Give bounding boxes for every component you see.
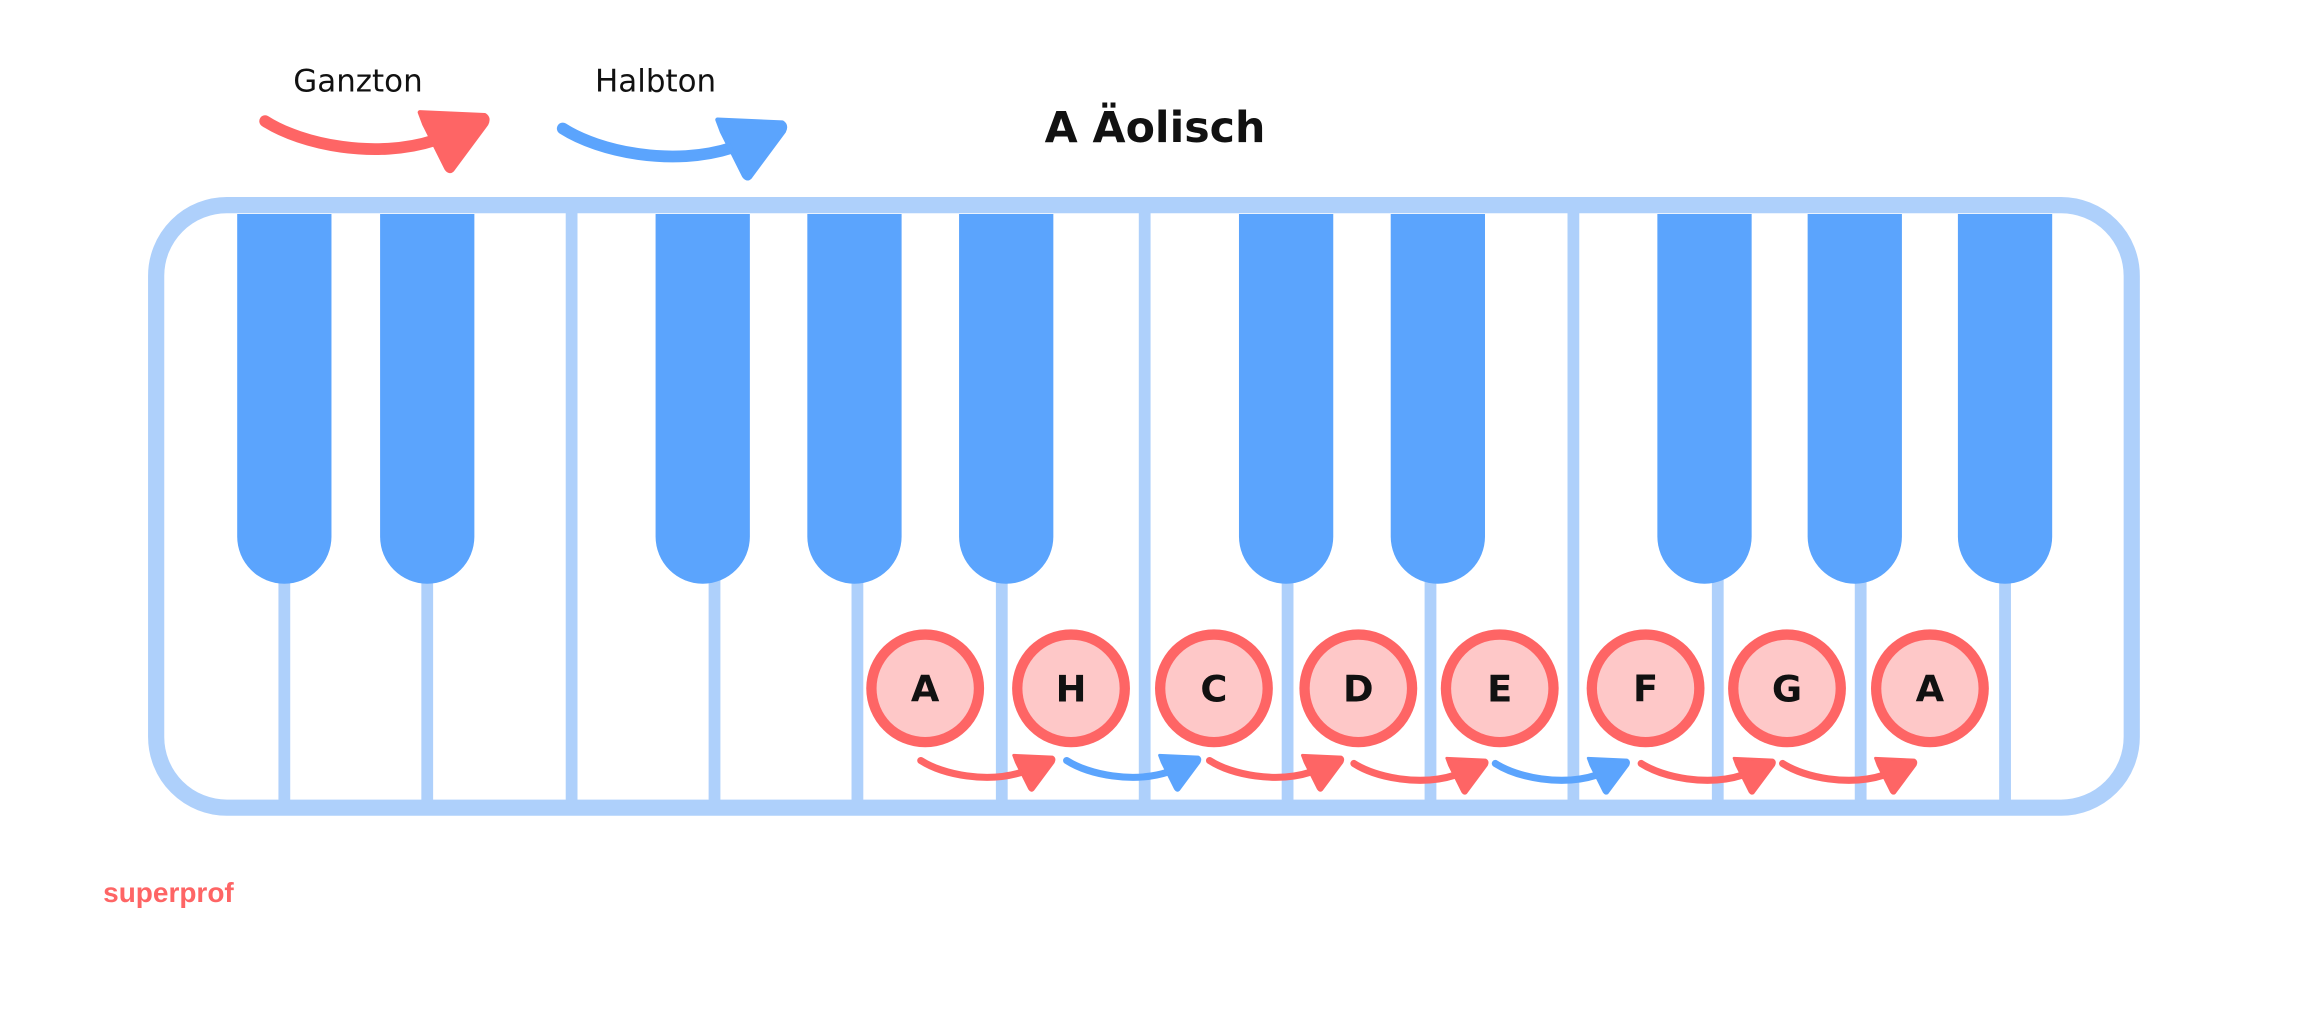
arrow-shaft (1063, 756, 1172, 781)
white-key-divider (1281, 574, 1294, 808)
black-key (1807, 213, 1902, 584)
arrow-head (1445, 756, 1489, 795)
arrow-head (1586, 756, 1630, 795)
note-circle: A (866, 629, 985, 748)
arrow-head (1300, 753, 1345, 792)
black-key (807, 213, 902, 584)
page-title: A Äolisch (1045, 102, 1266, 153)
whole-step-arrow-icon (1350, 756, 1489, 795)
whole-step-arrow-icon (1637, 756, 1776, 795)
arrow-shaft (556, 122, 739, 163)
white-key-divider (1138, 211, 1151, 808)
note-fill (1451, 639, 1549, 737)
arrow-shaft (259, 115, 441, 155)
note-circle: D (1299, 629, 1418, 748)
note-label: A (911, 668, 940, 711)
half-step-arrow-icon (1063, 753, 1202, 792)
note-circle: C (1155, 629, 1273, 748)
keyboard (148, 197, 2140, 816)
arrow-head (1874, 756, 1918, 795)
keyboard-frame (148, 197, 2140, 816)
note-circle: F (1586, 629, 1705, 748)
note-fill (1165, 639, 1263, 737)
black-key (1957, 213, 2053, 584)
arrow-shaft (1350, 759, 1460, 784)
black-key (237, 213, 332, 584)
white-key-divider (421, 574, 434, 808)
note-label: D (1343, 668, 1374, 711)
black-key (655, 213, 750, 584)
half-step-arrow-icon (1491, 756, 1630, 795)
arrow-shaft (1205, 756, 1315, 781)
legend: Ganzton Halbton (259, 64, 788, 181)
interval-arrows (917, 753, 1918, 795)
ganzton-arrow-icon (259, 110, 490, 174)
black-key (380, 213, 475, 584)
white-key-divider (1711, 574, 1724, 808)
white-key-divider (565, 211, 578, 808)
white-key-divider (1854, 574, 1867, 808)
note-fill (1022, 639, 1120, 737)
legend-label-ganzton: Ganzton (293, 64, 422, 100)
black-key (959, 213, 1054, 584)
black-key (1238, 213, 1334, 584)
arrow-shaft (1637, 759, 1747, 784)
note-fill (1738, 639, 1836, 737)
white-key-divider (278, 574, 291, 808)
arrow-head (417, 110, 490, 174)
whole-step-arrow-icon (1205, 753, 1345, 792)
arrow-head (1158, 753, 1202, 792)
note-fill (1881, 639, 1979, 737)
note-label: A (1916, 668, 1945, 711)
black-key (1657, 213, 1752, 584)
whole-step-arrow-icon (1779, 756, 1918, 795)
superprof-logo: superprof (103, 877, 234, 908)
note-fill (1309, 639, 1407, 737)
note-fill (1596, 639, 1695, 737)
note-label: G (1772, 668, 1802, 711)
white-key-divider (851, 574, 864, 808)
halbton-arrow-icon (556, 117, 788, 181)
arrow-shaft (917, 756, 1026, 781)
white-key-divider (1567, 211, 1580, 808)
note-label: E (1487, 668, 1512, 711)
arrow-head (1732, 756, 1776, 795)
white-key-divider (995, 574, 1008, 808)
note-circle: E (1440, 629, 1559, 748)
whole-step-arrow-icon (917, 753, 1056, 792)
note-circle: A (1870, 629, 1989, 748)
black-key (1390, 213, 1485, 584)
note-circle: H (1012, 629, 1130, 748)
white-key-divider (1999, 574, 2011, 808)
white-key-divider (1424, 574, 1437, 808)
note-label: F (1633, 668, 1658, 711)
arrow-head (1012, 753, 1056, 792)
arrow-head (715, 117, 788, 181)
white-key-divider (708, 574, 721, 808)
note-circle: G (1728, 629, 1846, 748)
note-label: C (1200, 668, 1227, 711)
arrow-shaft (1491, 759, 1601, 784)
legend-label-halbton: Halbton (595, 64, 716, 100)
arrow-shaft (1779, 759, 1888, 784)
note-fill (876, 639, 974, 737)
note-label: H (1056, 668, 1087, 711)
